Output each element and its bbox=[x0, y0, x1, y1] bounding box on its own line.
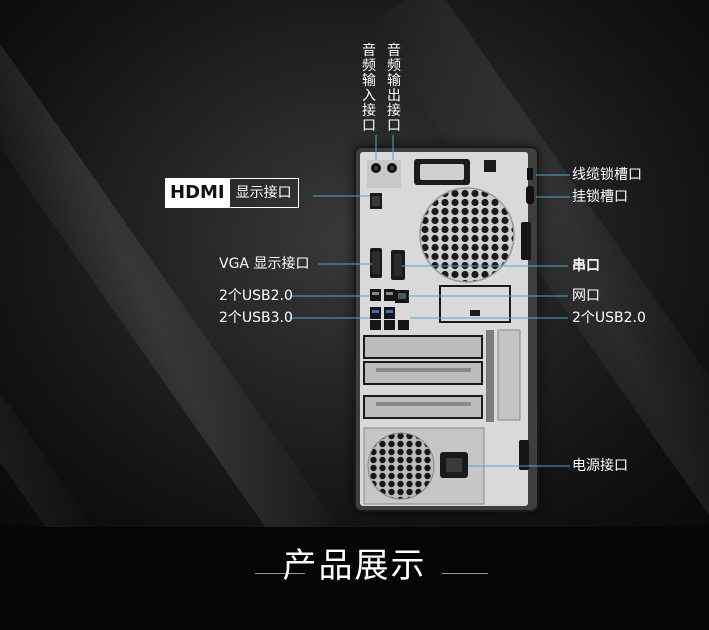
cable-lock-slot bbox=[527, 168, 533, 180]
fan-grille bbox=[420, 188, 514, 282]
side-latch bbox=[521, 222, 531, 260]
usb2-left-label: 2个USB2.0 bbox=[219, 288, 293, 304]
page-title: 产品展示 bbox=[282, 546, 427, 586]
option-card-frame bbox=[439, 285, 511, 323]
vga-port bbox=[370, 248, 382, 278]
slot-bracket bbox=[486, 330, 494, 422]
usb2-ports-left bbox=[370, 289, 395, 301]
usb3-ports bbox=[370, 307, 395, 319]
top-handle bbox=[414, 159, 470, 185]
audio-out-label: 音频输出接口 bbox=[387, 43, 401, 134]
hdmi-word: HDMI bbox=[165, 178, 230, 208]
network-label: 网口 bbox=[572, 288, 600, 304]
side-plate bbox=[497, 329, 521, 421]
serial-label: 串口 bbox=[572, 258, 600, 274]
title-line-left bbox=[255, 573, 305, 574]
power-supply bbox=[363, 427, 485, 505]
padlock-label: 挂锁槽口 bbox=[572, 189, 628, 205]
network-port bbox=[395, 290, 409, 303]
power-label: 电源接口 bbox=[572, 458, 628, 474]
expansion-slots bbox=[363, 335, 483, 419]
psu-fan-grille bbox=[368, 433, 434, 499]
cable-lock-label: 线缆锁槽口 bbox=[572, 167, 642, 183]
audio-in-label: 音频输入接口 bbox=[362, 43, 376, 134]
hdmi-port bbox=[370, 193, 382, 209]
serial-port bbox=[391, 250, 405, 280]
hdmi-desc: 显示接口 bbox=[229, 178, 299, 208]
audio-jacks bbox=[367, 160, 401, 188]
padlock-slot bbox=[526, 186, 534, 204]
screw-hole bbox=[484, 160, 496, 172]
vga-label: VGA 显示接口 bbox=[219, 256, 310, 272]
usb2-right-label: 2个USB2.0 bbox=[572, 310, 646, 326]
hdmi-label: HDMI 显示接口 bbox=[165, 178, 299, 208]
usb3-left-label: 2个USB3.0 bbox=[219, 310, 293, 326]
title-band bbox=[0, 527, 709, 630]
usb2-ports-right bbox=[370, 320, 409, 330]
leader-lines bbox=[290, 135, 570, 467]
title-line-right bbox=[442, 573, 488, 574]
